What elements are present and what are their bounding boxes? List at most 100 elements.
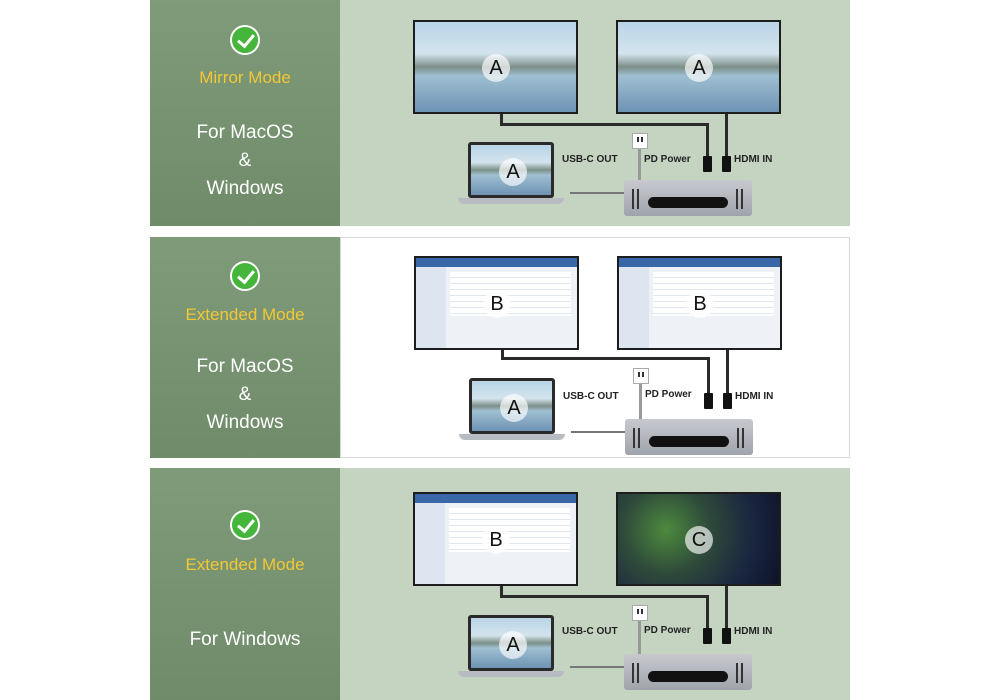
hdmi-connector-icon bbox=[703, 628, 712, 644]
power-outlet-icon bbox=[633, 368, 649, 384]
pd-power-label: PD Power bbox=[644, 154, 691, 165]
landscape-screen: A bbox=[471, 145, 551, 195]
app-screen: B bbox=[415, 494, 576, 584]
os-line: & bbox=[238, 384, 252, 405]
dock-slot bbox=[649, 436, 729, 447]
diagram-area: B C A USB-C OUT PD Power HDMI IN bbox=[340, 468, 850, 700]
monitor-right: A bbox=[616, 20, 781, 114]
diagram-area: A A A USB-C OUT PD Power HDMI IN bbox=[340, 0, 850, 226]
dock-vent bbox=[741, 189, 743, 209]
pd-power-label: PD Power bbox=[645, 389, 692, 400]
hdmi-connector-icon bbox=[723, 393, 732, 409]
hdmi-connector-icon bbox=[703, 156, 712, 172]
usb-c-cable bbox=[571, 431, 625, 433]
os-line: For MacOS bbox=[196, 122, 294, 143]
landscape-screen: A bbox=[471, 618, 551, 668]
dock-vent bbox=[637, 189, 639, 209]
os-line: For Windows bbox=[189, 629, 301, 650]
hdmi-cable bbox=[707, 357, 710, 395]
monitor-left: B bbox=[413, 492, 578, 586]
app-table bbox=[653, 272, 774, 316]
dock-vent bbox=[741, 663, 743, 683]
screen-letter: A bbox=[499, 631, 527, 659]
hdmi-cable bbox=[706, 595, 709, 630]
usb-c-out-label: USB-C OUT bbox=[562, 154, 618, 165]
diagram-area: B B A USB-C OUT P bbox=[340, 237, 850, 458]
laptop-screen: A bbox=[469, 378, 555, 434]
laptop-base bbox=[458, 671, 564, 677]
os-line: For MacOS bbox=[196, 356, 294, 377]
laptop-base bbox=[459, 434, 565, 440]
dock-vent bbox=[632, 663, 634, 683]
check-icon bbox=[230, 510, 260, 540]
dock-vent bbox=[637, 663, 639, 683]
mode-info-column: Extended Mode For Windows bbox=[150, 468, 340, 700]
usb-c-out-label: USB-C OUT bbox=[562, 626, 618, 637]
screen-letter: A bbox=[500, 394, 528, 422]
power-cable bbox=[638, 149, 641, 181]
landscape-screen: A bbox=[472, 381, 552, 431]
movie-screen: C bbox=[618, 494, 779, 584]
app-table bbox=[450, 272, 571, 316]
hdmi-cable bbox=[500, 586, 503, 598]
mode-title: Extended Mode bbox=[185, 305, 305, 324]
landscape-screen: A bbox=[618, 22, 779, 112]
hdmi-cable bbox=[501, 350, 504, 360]
app-screen: B bbox=[416, 258, 577, 348]
power-cable bbox=[638, 621, 641, 654]
dock-vent bbox=[742, 428, 744, 448]
check-icon bbox=[230, 25, 260, 55]
app-sidebar bbox=[619, 267, 649, 348]
dock-slot bbox=[648, 197, 728, 208]
monitor-left: B bbox=[414, 256, 579, 350]
hdmi-connector-icon bbox=[704, 393, 713, 409]
dock-vent bbox=[737, 428, 739, 448]
hdmi-connector-icon bbox=[722, 628, 731, 644]
hdmi-in-label: HDMI IN bbox=[734, 626, 773, 637]
laptop-screen: A bbox=[468, 142, 554, 198]
os-line: Windows bbox=[206, 412, 284, 433]
power-outlet-icon bbox=[632, 133, 648, 149]
hdmi-connector-icon bbox=[722, 156, 731, 172]
docking-station bbox=[624, 180, 752, 216]
screen-letter: B bbox=[482, 526, 510, 554]
monitor-right: B bbox=[617, 256, 782, 350]
app-titlebar bbox=[619, 258, 780, 267]
dock-vent bbox=[736, 663, 738, 683]
os-line: & bbox=[238, 150, 252, 171]
usb-c-cable bbox=[570, 666, 624, 668]
app-table bbox=[449, 508, 570, 552]
pd-power-label: PD Power bbox=[644, 625, 691, 636]
hdmi-cable bbox=[726, 350, 729, 395]
panel-extended-mode-mac-win: Extended Mode For MacOS & Windows B B bbox=[150, 237, 850, 458]
mode-info-column: Extended Mode For MacOS & Windows bbox=[150, 237, 340, 458]
power-cable bbox=[639, 384, 642, 419]
hdmi-cable bbox=[501, 357, 709, 360]
screen-letter: B bbox=[483, 290, 511, 318]
screen-letter: A bbox=[685, 54, 713, 82]
usb-c-out-label: USB-C OUT bbox=[563, 391, 619, 402]
screen-letter: A bbox=[499, 158, 527, 186]
os-line: Windows bbox=[206, 178, 284, 199]
dock-slot bbox=[648, 671, 728, 682]
mode-title: Mirror Mode bbox=[199, 68, 291, 87]
hdmi-in-label: HDMI IN bbox=[734, 154, 773, 165]
check-icon bbox=[230, 261, 260, 291]
screen-letter: C bbox=[685, 526, 713, 554]
app-screen: B bbox=[619, 258, 780, 348]
hdmi-cable bbox=[500, 123, 708, 126]
hdmi-cable bbox=[725, 114, 728, 158]
app-sidebar bbox=[416, 267, 446, 348]
panel-mirror-mode: Mirror Mode For MacOS & Windows A A A bbox=[150, 0, 850, 226]
monitor-right: C bbox=[616, 492, 781, 586]
dock-vent bbox=[633, 428, 635, 448]
dock-vent bbox=[736, 189, 738, 209]
docking-station bbox=[625, 419, 753, 455]
hdmi-cable bbox=[706, 123, 709, 158]
usb-c-cable bbox=[570, 192, 624, 194]
dock-vent bbox=[638, 428, 640, 448]
screen-letter: A bbox=[482, 54, 510, 82]
app-titlebar bbox=[416, 258, 577, 267]
laptop-base bbox=[458, 198, 564, 204]
mode-title: Extended Mode bbox=[185, 555, 305, 574]
